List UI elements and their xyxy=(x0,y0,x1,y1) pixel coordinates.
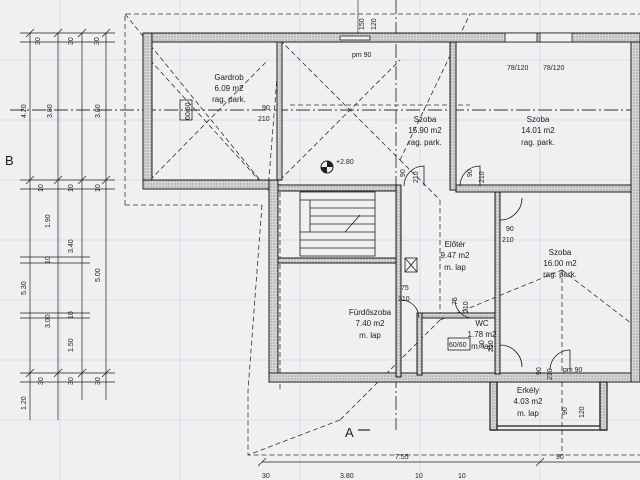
room-eloter-name: Előtér xyxy=(445,240,466,249)
balcony-door-w: 90 xyxy=(536,367,543,375)
top-dim-150: 150 xyxy=(359,18,366,30)
room-szoba1-floor: rag. park. xyxy=(408,138,442,147)
section-a-label: A xyxy=(345,425,354,440)
level-marker: +2.80 xyxy=(320,159,354,174)
room-wc-area: 1.78 m2 xyxy=(468,330,497,339)
bottom-dim-right: 90 xyxy=(556,454,564,461)
gardrob-door-h: 210 xyxy=(258,116,270,123)
dim-col3-e: 30 xyxy=(95,377,102,385)
dim-col0-b: 30 xyxy=(94,37,101,45)
dim-col1-g: 1.20 xyxy=(21,396,28,410)
room-szoba3-name: Szoba xyxy=(549,248,572,257)
wc-door-w: 75 xyxy=(452,297,459,305)
dim-col3-b: 3.80 xyxy=(95,104,102,118)
room-szoba1-area: 15.90 m2 xyxy=(408,126,442,135)
dim-col3-c: 10 xyxy=(95,184,102,192)
bottom-dim-30: 30 xyxy=(262,473,270,480)
bottom-dim-10b: 10 xyxy=(458,473,466,480)
dim-col1-tick: 4.20 xyxy=(21,104,28,118)
room-gardrob-name: Gardrob xyxy=(214,73,244,82)
szoba1-door-h: 210 xyxy=(413,171,420,183)
room-szoba3-area: 16.00 m2 xyxy=(543,259,577,268)
top-dim-120: 120 xyxy=(371,18,378,30)
room-szoba2-name: Szoba xyxy=(527,115,550,124)
pm-bottom-label: pm 90 xyxy=(563,367,583,374)
balcony-door-h: 210 xyxy=(547,368,554,380)
szoba2-door-w: 90 xyxy=(467,169,474,177)
dim-col2-d: 10 xyxy=(68,311,75,319)
dim-col1-b: 10 xyxy=(38,184,45,192)
roof-outline xyxy=(124,13,640,456)
room-bath-area: 7.40 m2 xyxy=(356,319,385,328)
door-swings xyxy=(179,99,571,372)
top-dimensions: 150 120 xyxy=(357,0,378,33)
room-eloter-area: 9.47 m2 xyxy=(441,251,470,260)
room-bath-name: Fürdőszoba xyxy=(349,308,392,317)
dim-col2-a: 3.80 xyxy=(47,104,54,118)
szoba3-door-h: 210 xyxy=(502,237,514,244)
bottom-dim-total: 7.55 xyxy=(395,454,409,461)
dim-total: 5.30 xyxy=(21,281,28,295)
wc-window: 60/60 xyxy=(449,342,467,349)
room-eloter-floor: m. lap xyxy=(444,263,466,272)
wc-door-h: 210 xyxy=(463,301,470,313)
dim-col2-f: 30 xyxy=(68,377,75,385)
room-balcony-floor: m. lap xyxy=(517,409,539,418)
room-szoba1-name: Szoba xyxy=(414,115,437,124)
opening-labels: pm 90 78/120 78/120 60/60 90 210 90 210 … xyxy=(185,52,586,418)
szoba2-door-h: 210 xyxy=(479,171,486,183)
left-dimensions xyxy=(20,28,115,420)
szoba1-door-w: 90 xyxy=(400,169,407,177)
pm-top-label: pm 90 xyxy=(352,52,372,59)
room-gardrob-floor: rag. park. xyxy=(212,95,246,104)
dim-col2-e: 1.50 xyxy=(68,338,75,352)
top-windows xyxy=(339,32,573,43)
dim-col1-c: 1.90 xyxy=(45,214,52,228)
room-gardrob-area: 6.09 m2 xyxy=(215,84,244,93)
room-szoba2-floor: rag. park. xyxy=(521,138,555,147)
bottom-dim-10a: 10 xyxy=(415,473,423,480)
room-szoba2-area: 14.01 m2 xyxy=(521,126,555,135)
stairs xyxy=(299,191,376,257)
window-78-a: 78/120 xyxy=(507,65,529,72)
balcony-90: 90 xyxy=(562,407,569,415)
left-dimension-text: 30 30 30 4.20 3.80 3.80 10 10 10 1.90 3.… xyxy=(21,37,102,410)
dim-col0-a: 30 xyxy=(35,37,42,45)
section-b-label: B xyxy=(5,153,14,168)
window-78-b: 78/120 xyxy=(543,65,565,72)
room-labels: Gardrob 6.09 m2 rag. park. Szoba 15.90 m… xyxy=(212,73,577,418)
gardrob-door-w: 90 xyxy=(262,105,270,112)
wc-door2-w: 90 xyxy=(479,340,486,348)
dim-col1-e: 3.00 xyxy=(45,314,52,328)
balcony xyxy=(489,381,608,431)
gardrob-niche: 60/60 xyxy=(185,102,192,120)
wc-door2-h: 210 xyxy=(488,340,495,352)
bath-door-w: 75 xyxy=(401,285,409,292)
bath-door-h: 210 xyxy=(398,296,410,303)
bottom-dim-380: 3.80 xyxy=(340,473,354,480)
room-szoba3-floor: rag. park. xyxy=(543,270,577,279)
room-balcony-area: 4.03 m2 xyxy=(514,397,543,406)
level-mark: +2.80 xyxy=(336,159,354,166)
room-wc-name: WC xyxy=(475,319,489,328)
room-balcony-name: Erkély xyxy=(517,386,539,395)
room-wc-floor: m. lap xyxy=(471,342,493,351)
dim-col3-d: 5.00 xyxy=(95,268,102,282)
szoba3-door-w: 90 xyxy=(506,226,514,233)
dim-col1-a: 30 xyxy=(68,37,75,45)
dim-col2-b: 10 xyxy=(68,184,75,192)
bottom-dimensions: 7.55 90 30 3.80 10 10 xyxy=(257,454,640,480)
room-bath-floor: m. lap xyxy=(359,331,381,340)
dim-col1-f: 30 xyxy=(38,377,45,385)
balcony-120: 120 xyxy=(579,406,586,418)
dim-col1-d: 10 xyxy=(45,256,52,264)
dim-col2-c: 3.40 xyxy=(68,239,75,253)
walls xyxy=(142,32,640,383)
